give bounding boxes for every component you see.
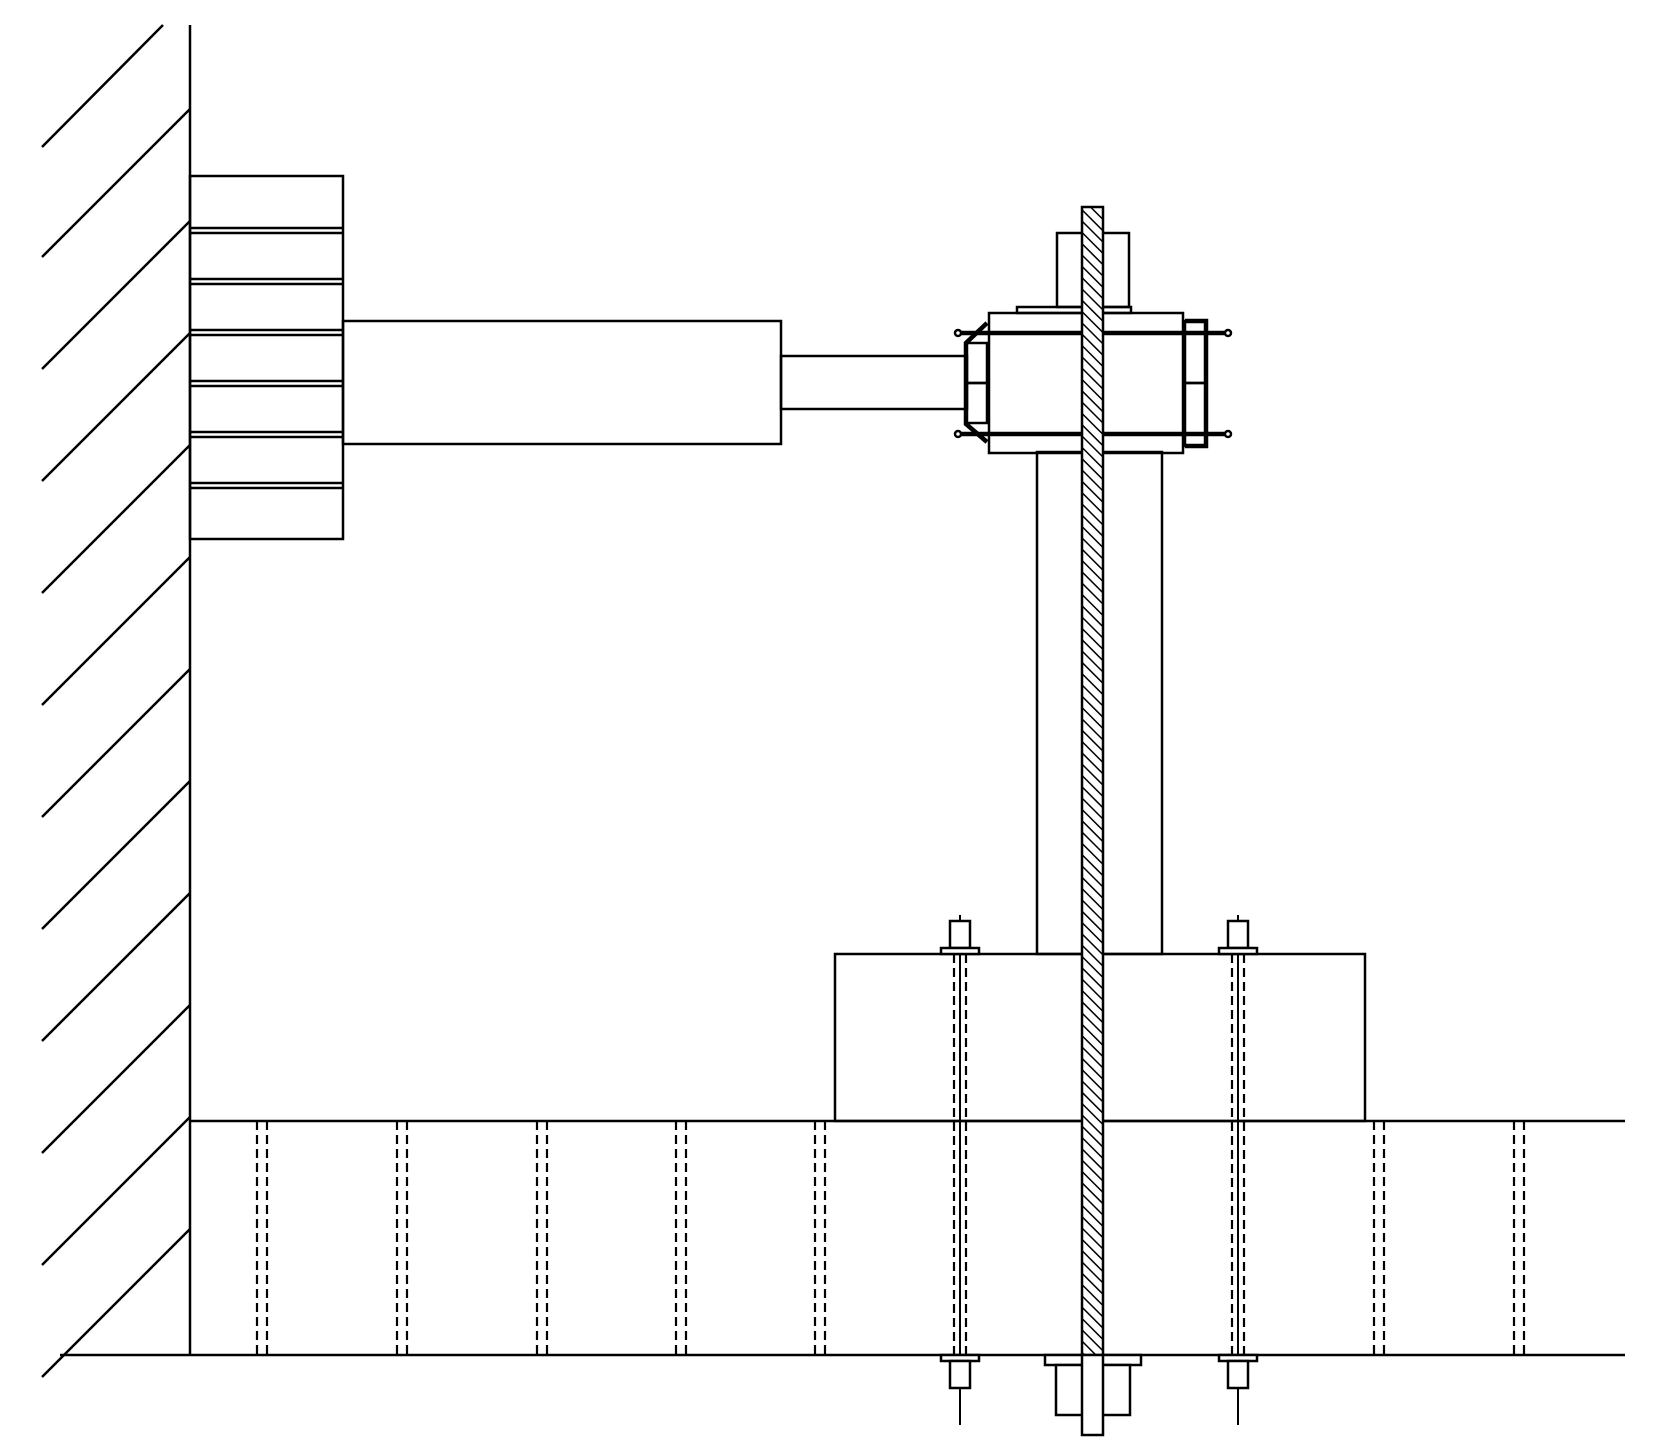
slab — [60, 1119, 1625, 1357]
wall — [41, 24, 192, 1378]
bracket-layers — [190, 226, 343, 490]
clamp-right-pad — [1183, 318, 1209, 449]
clamp-left-pad — [963, 321, 989, 444]
wall-hatching — [41, 24, 191, 1378]
right-anchor-bolt — [1217, 915, 1259, 1425]
central-rod-tail — [1080, 1353, 1105, 1437]
horizontal-rod — [779, 354, 969, 411]
left-anchor-bolt — [939, 915, 981, 1425]
horizontal-cylinder — [341, 319, 783, 446]
central-rod-section — [1080, 205, 1105, 1357]
slab-hidden-lines — [255, 1121, 1526, 1355]
wall-bracket — [188, 174, 345, 541]
central-rod — [1080, 205, 1105, 1437]
